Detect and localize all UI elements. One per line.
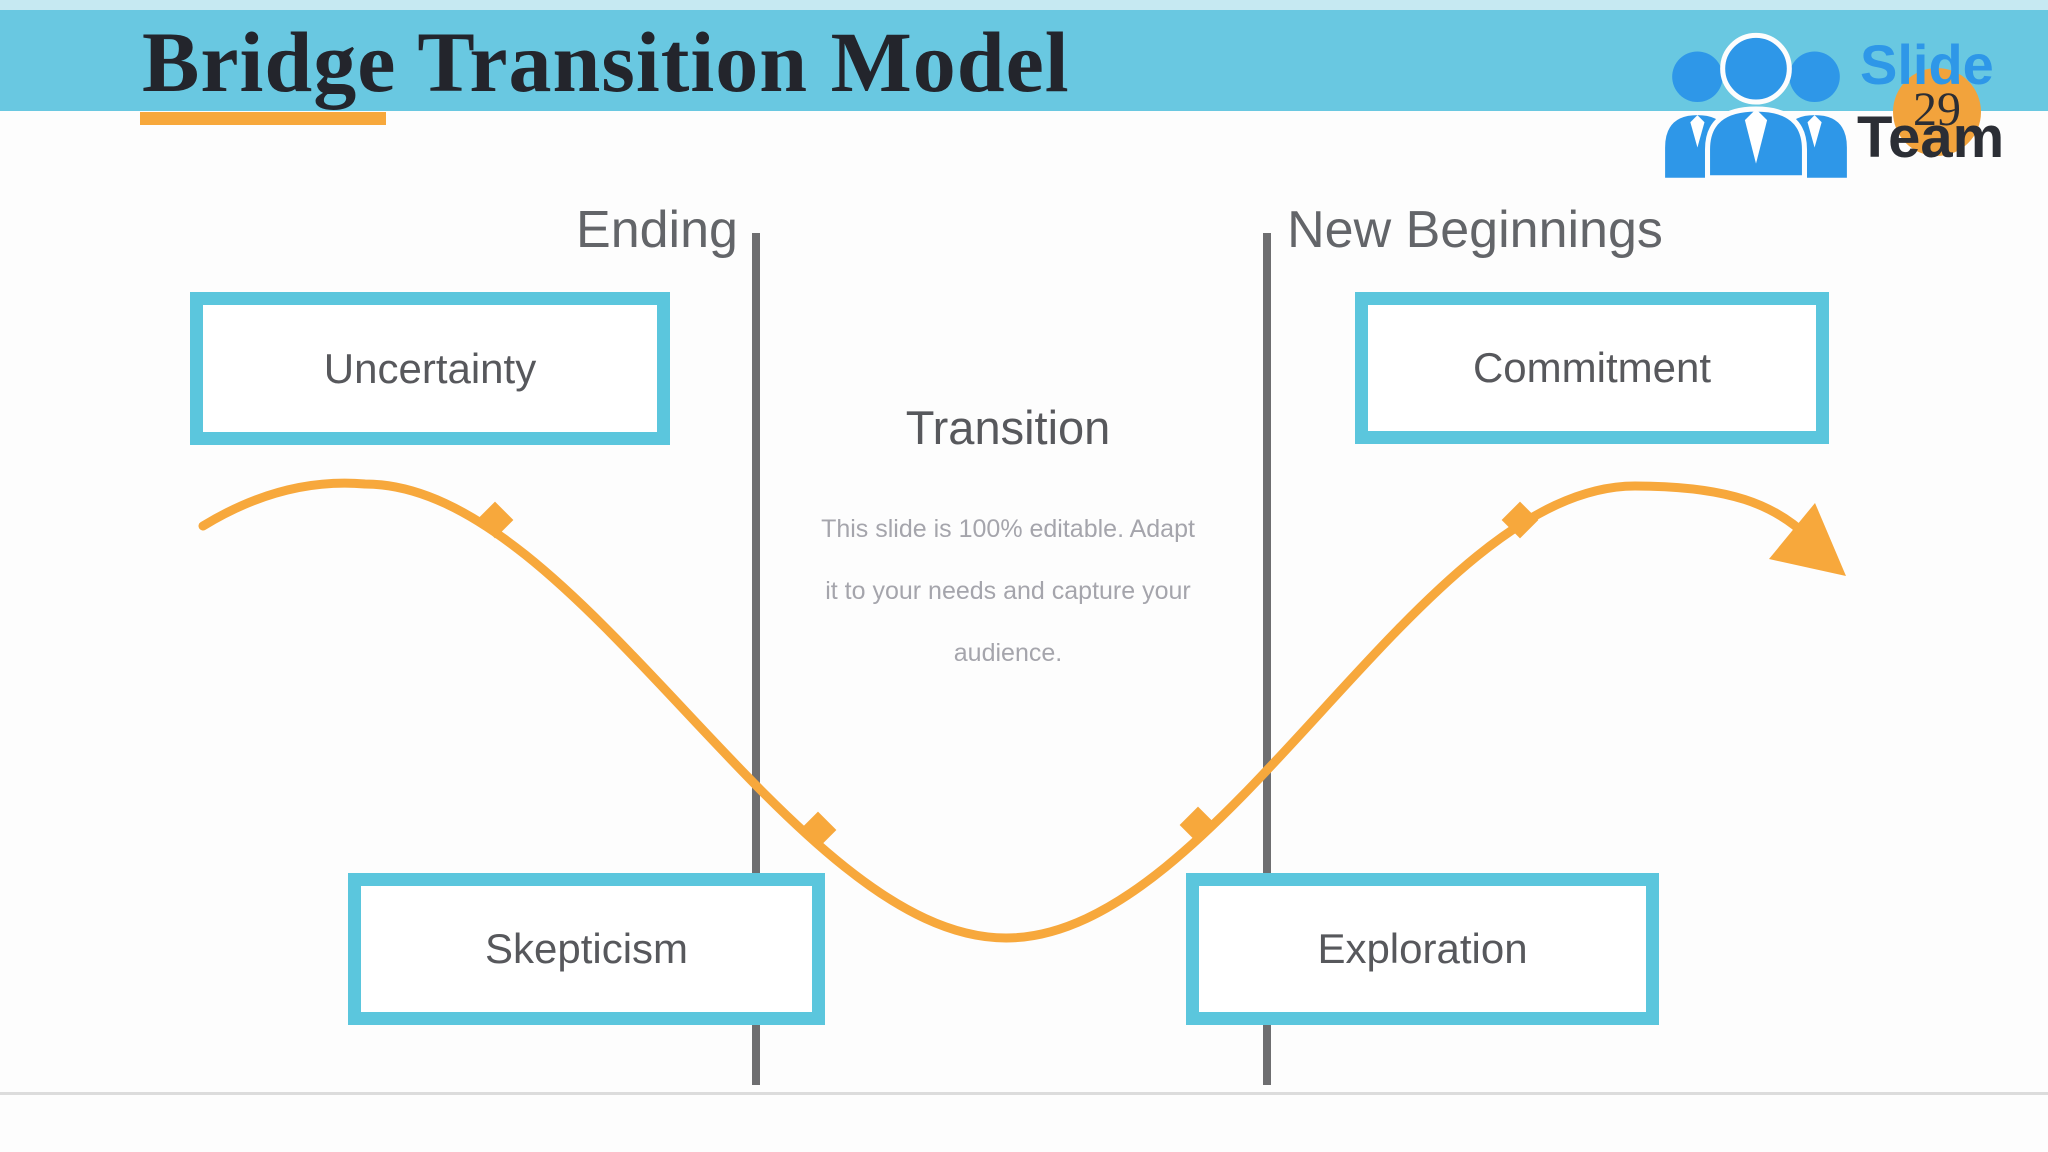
editable-note-line: it to your needs and capture your	[825, 577, 1191, 605]
stage-box-label: Commitment	[1472, 344, 1712, 391]
curve-marker-diamond	[799, 811, 837, 849]
phase-label-ending: Ending	[576, 201, 738, 259]
stage-box-exploration: Exploration	[1186, 873, 1659, 1025]
brand-name-team: Team	[1857, 105, 2005, 170]
brand-name-slide: Slide	[1860, 33, 1994, 96]
stage-box-skepticism: Skepticism	[348, 873, 825, 1025]
stage-box-commitment: Commitment	[1355, 292, 1829, 444]
stage-box-uncertainty: Uncertainty	[190, 292, 670, 445]
stage-box-label: Skepticism	[484, 925, 689, 972]
transition-wave-curve	[198, 478, 1813, 943]
title-underline-accent	[140, 112, 386, 125]
editable-note: This slide is 100% editable. Adapt it to…	[708, 498, 1308, 684]
header-top-strip	[0, 0, 2048, 10]
curve-marker-diamond	[1179, 806, 1217, 844]
person-center-icon	[1704, 32, 1808, 178]
page-number: 29	[1913, 83, 1961, 136]
stage-box-label: Exploration	[1317, 925, 1528, 972]
phase-label-new-beginnings: New Beginnings	[1287, 201, 1663, 259]
stage-box-label: Uncertainty	[323, 344, 537, 392]
curve-marker-diamond	[476, 501, 514, 539]
slideteam-logo: 29 Slide Team	[1655, 24, 2035, 179]
editable-note-line: This slide is 100% editable. Adapt	[821, 515, 1195, 543]
team-people-icon	[1665, 32, 1847, 178]
curve-marker-diamond	[1501, 501, 1539, 539]
editable-note-line: audience.	[953, 639, 1063, 667]
curve-arrowhead	[1769, 503, 1846, 576]
slide-bottom-divider	[0, 1092, 2048, 1095]
phase-label-transition: Transition	[905, 401, 1111, 454]
page-title: Bridge Transition Model	[142, 14, 1070, 110]
page-number-badge: 29	[1893, 68, 1981, 156]
